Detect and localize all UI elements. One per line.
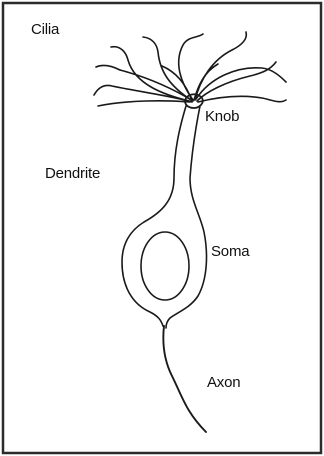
diagram-border <box>3 3 321 453</box>
label-dendrite: Dendrite <box>45 165 100 182</box>
label-soma: Soma <box>211 243 249 260</box>
label-cilia: Cilia <box>31 21 59 38</box>
nucleus <box>141 232 189 300</box>
axon <box>163 326 206 432</box>
label-axon: Axon <box>207 374 240 391</box>
label-knob: Knob <box>205 108 239 125</box>
dendrite-and-soma <box>122 106 206 328</box>
